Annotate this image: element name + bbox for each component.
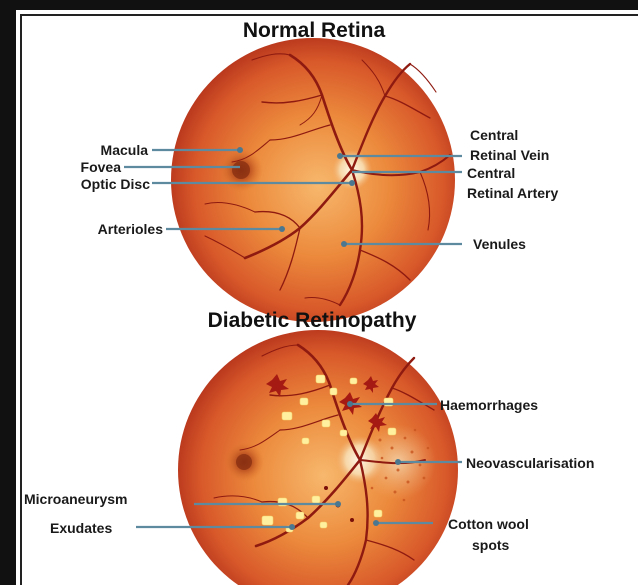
label-optic-disc: Optic Disc <box>81 176 150 192</box>
label-neovascularisation: Neovascularisation <box>466 455 594 471</box>
label-central-retinal-artery-2: Retinal Artery <box>467 185 559 201</box>
normal-retina-fundus <box>171 38 455 322</box>
label-microaneurysm: Microaneurysm <box>24 491 127 507</box>
label-exudates: Exudates <box>50 520 112 536</box>
label-central-retinal-artery-1: Central <box>467 165 515 181</box>
label-macula: Macula <box>101 142 149 158</box>
label-cotton-wool-1: Cotton wool <box>448 516 529 532</box>
label-fovea: Fovea <box>81 159 122 175</box>
label-central-retinal-vein-2: Retinal Vein <box>470 147 549 163</box>
label-cotton-wool-2: spots <box>472 537 510 553</box>
label-haemorrhages: Haemorrhages <box>440 397 538 413</box>
label-venules: Venules <box>473 236 526 252</box>
label-arterioles: Arterioles <box>98 221 164 237</box>
diabetic-retinopathy-title: Diabetic Retinopathy <box>208 309 417 332</box>
label-central-retinal-vein-1: Central <box>470 127 518 143</box>
diabetic-retina-fundus <box>178 330 458 585</box>
fovea-spot <box>232 161 250 179</box>
